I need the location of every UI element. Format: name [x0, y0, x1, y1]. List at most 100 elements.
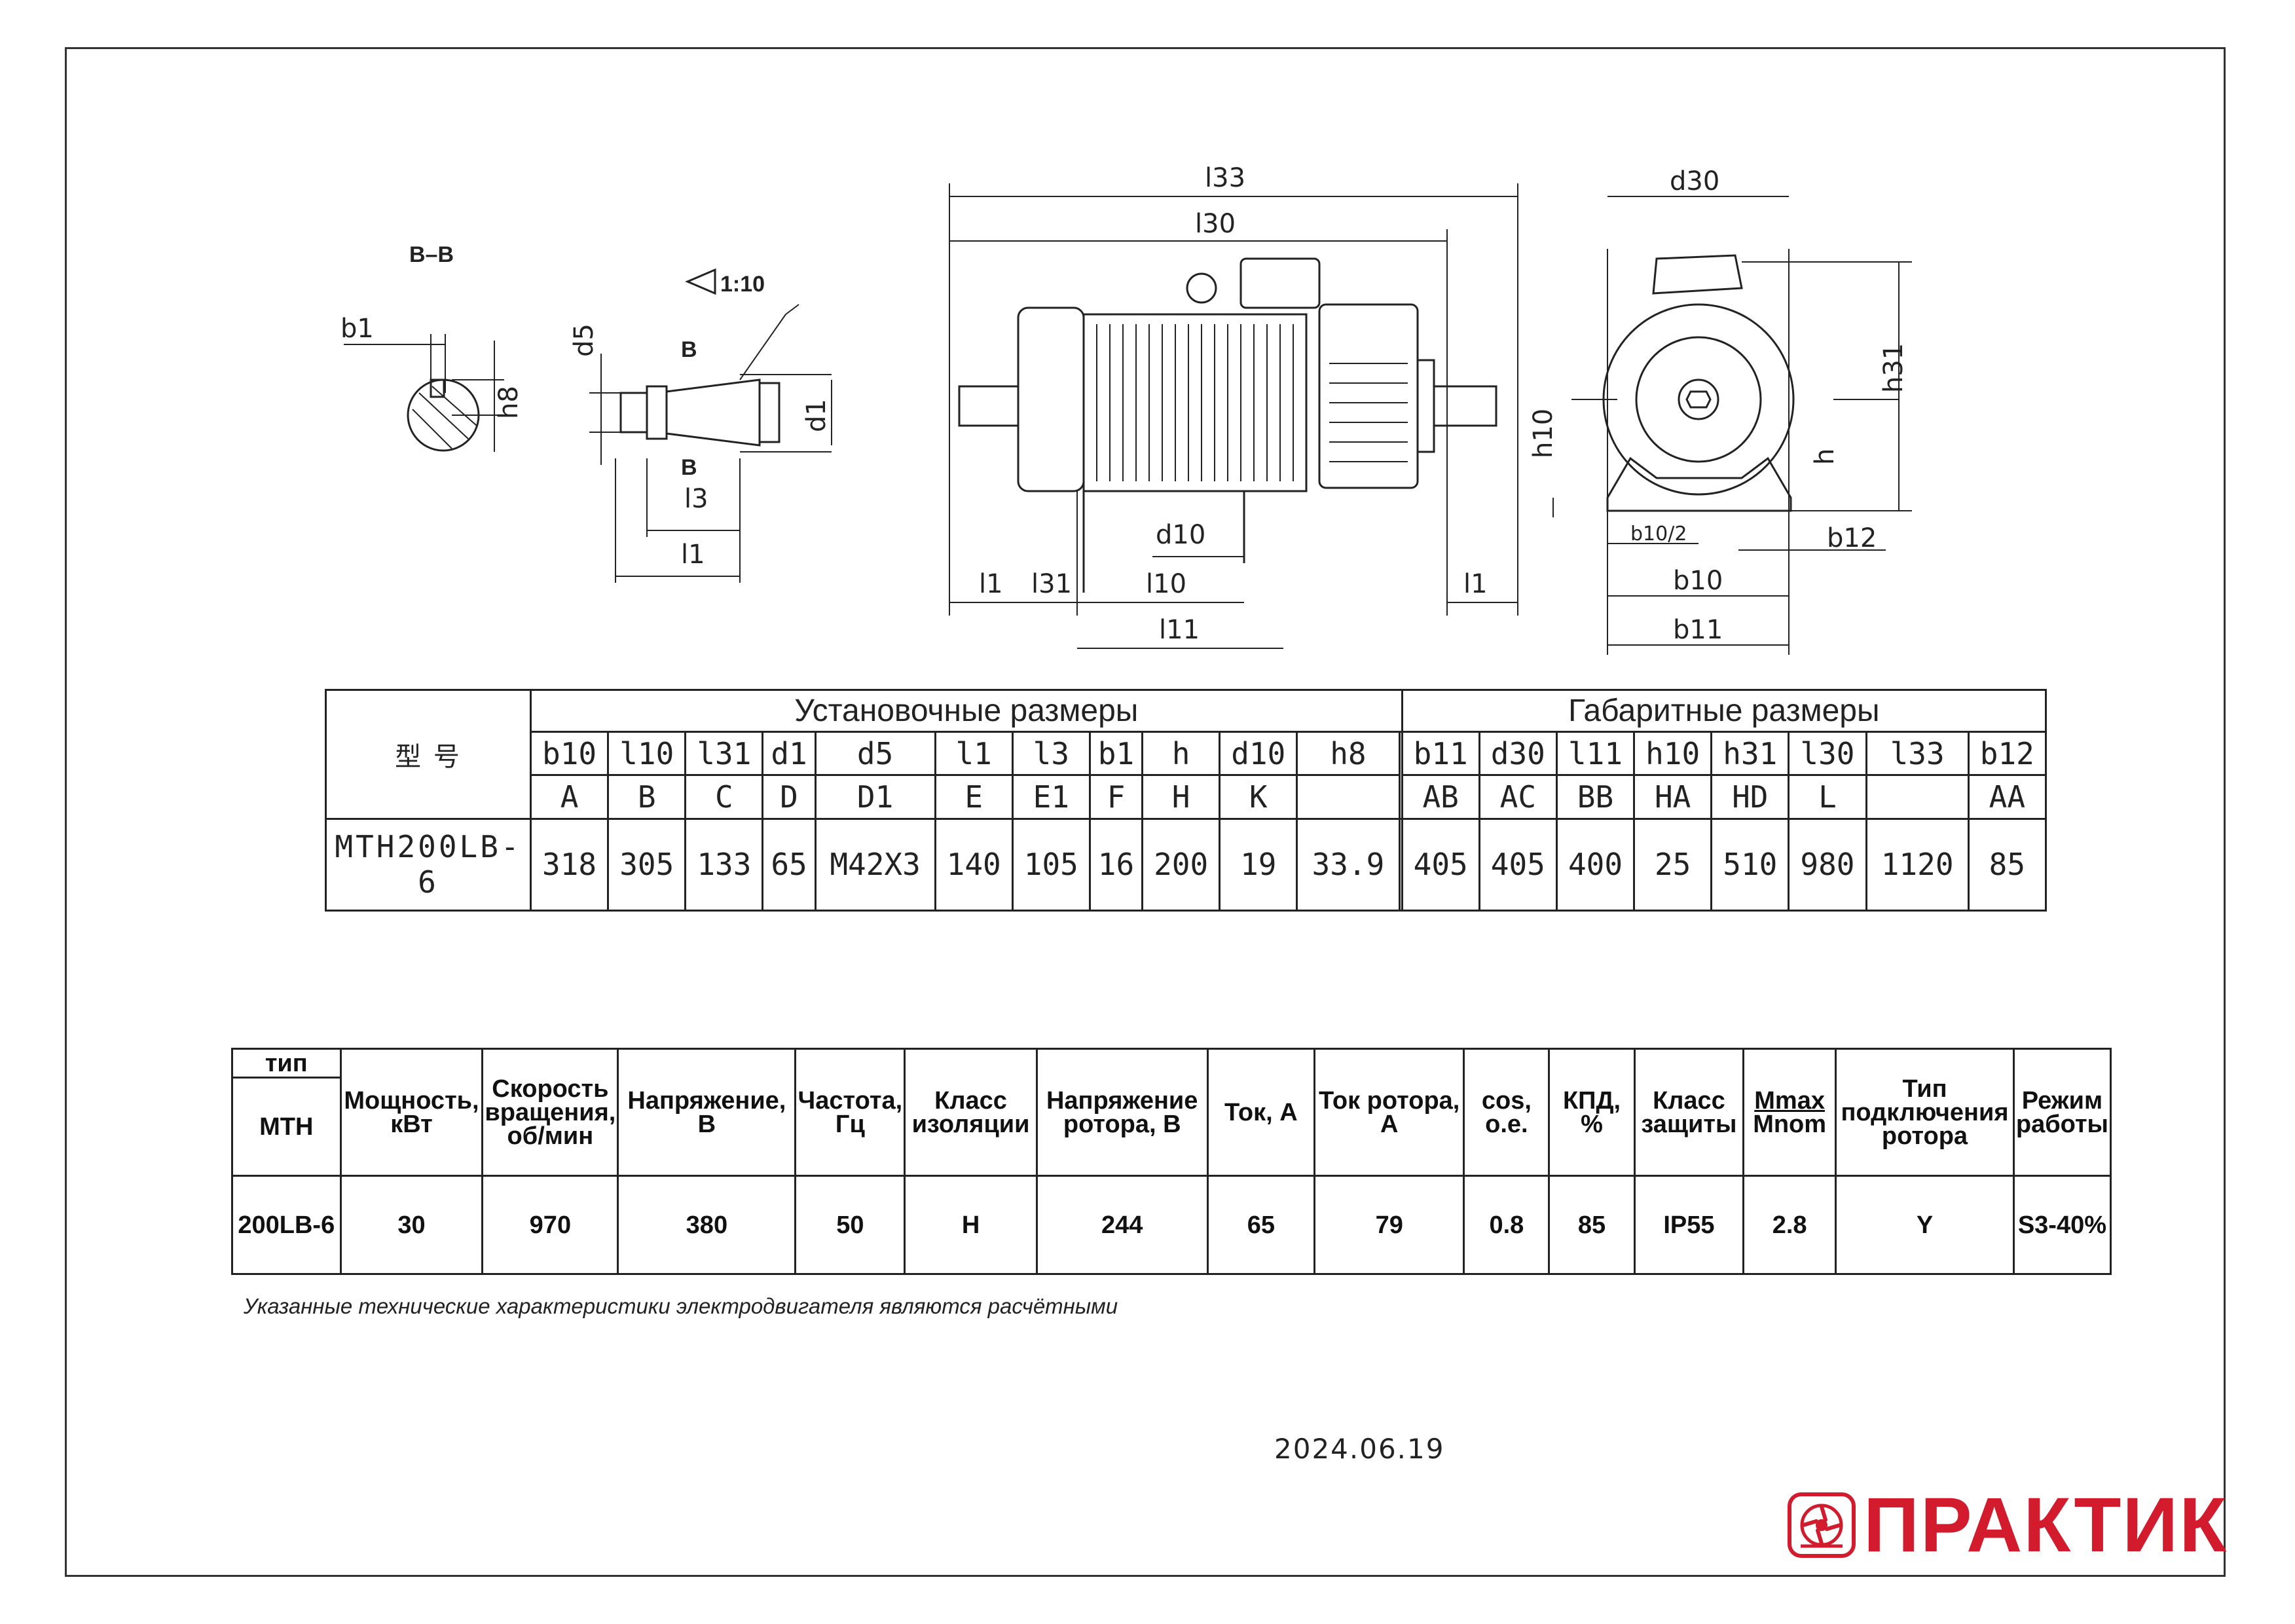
- header-cos: cos, о.е.: [1463, 1048, 1551, 1177]
- letter-cell: HD: [1710, 774, 1790, 820]
- value-cell: 25: [1633, 817, 1713, 912]
- value-protection: IP55: [1633, 1175, 1745, 1275]
- overall-group-header: Габаритные размеры: [1401, 688, 2047, 733]
- letter-cell: BB: [1555, 774, 1636, 820]
- code-cell: h10: [1633, 731, 1713, 777]
- value-duty: S3-40%: [2012, 1175, 2112, 1275]
- header-torque-ratio: Mmax Mnom: [1742, 1048, 1837, 1177]
- svg-text:l3: l3: [684, 484, 708, 514]
- value-cell: 305: [607, 817, 687, 912]
- svg-text:d5: d5: [569, 323, 599, 357]
- svg-text:b10: b10: [1673, 566, 1723, 596]
- value-cell: 510: [1710, 817, 1790, 912]
- code-cell: l3: [1011, 731, 1091, 777]
- code-cell: b11: [1401, 731, 1480, 777]
- svg-text:l1: l1: [979, 569, 1003, 599]
- letter-cell: L: [1788, 774, 1867, 820]
- value-voltage: 380: [617, 1175, 797, 1275]
- svg-text:B: B: [681, 337, 697, 362]
- value-insulation: H: [904, 1175, 1038, 1275]
- calculation-note: Указанные технические характеристики эле…: [244, 1294, 1118, 1318]
- value-power: 30: [339, 1175, 484, 1275]
- letter-cell: A: [529, 774, 610, 820]
- code-cell: l1: [934, 731, 1014, 777]
- value-type: 200LB-6: [231, 1175, 342, 1275]
- code-cell: h31: [1710, 731, 1790, 777]
- value-cell: 980: [1788, 817, 1867, 912]
- value-cell: 65: [762, 817, 817, 912]
- svg-text:l30: l30: [1195, 209, 1236, 239]
- code-cell: l30: [1788, 731, 1867, 777]
- value-cell: 318: [529, 817, 610, 912]
- header-voltage: Напряжение, В: [617, 1048, 797, 1177]
- value-cell: 16: [1088, 817, 1144, 912]
- install-group-header: Установочные размеры: [530, 688, 1403, 733]
- letter-cell: C: [684, 774, 764, 820]
- value-cell: 200: [1141, 817, 1221, 912]
- code-cell: l31: [684, 731, 764, 777]
- code-cell: b12: [1967, 731, 2047, 777]
- letter-cell: [1296, 774, 1401, 820]
- svg-text:l1: l1: [1463, 569, 1488, 599]
- svg-text:l11: l11: [1159, 615, 1200, 645]
- letter-cell: B: [607, 774, 687, 820]
- letter-cell: AB: [1401, 774, 1480, 820]
- header-rotor-connection: Тип подключения ротора: [1835, 1048, 2015, 1177]
- model-name: MTH200LB-6: [325, 817, 532, 912]
- svg-text:h10: h10: [1528, 409, 1558, 458]
- svg-text:b12: b12: [1827, 523, 1877, 553]
- value-cell: 133: [684, 817, 764, 912]
- value-frequency: 50: [794, 1175, 906, 1275]
- letter-cell: K: [1219, 774, 1298, 820]
- brand-name: ПРАКТИК: [1864, 1482, 2228, 1568]
- code-cell: b1: [1088, 731, 1144, 777]
- type-code: МТН: [231, 1077, 342, 1177]
- value-rotor-current: 79: [1313, 1175, 1465, 1275]
- code-cell: d30: [1478, 731, 1558, 777]
- value-cell: 33.9: [1296, 817, 1401, 912]
- technical-drawing: B–B 1:10 b1 h8 d5 d1 B B l3 l1 l33 l30 d…: [340, 163, 1912, 655]
- svg-text:d30: d30: [1670, 166, 1719, 196]
- code-cell: l33: [1865, 731, 1970, 777]
- svg-text:B: B: [681, 455, 697, 480]
- turbine-logo-icon: [1788, 1492, 1856, 1558]
- value-torque-ratio: 2.8: [1742, 1175, 1837, 1275]
- dimensions-table: 型 号 Установочные размеры Габаритные разм…: [325, 688, 2047, 912]
- code-row: b10 l10 l31 d1 d5 l1 l3 b1 h d10 h8 b11 …: [326, 731, 2047, 777]
- svg-text:l31: l31: [1031, 569, 1072, 599]
- value-cell: 400: [1555, 817, 1636, 912]
- svg-text:1:10: 1:10: [720, 272, 765, 297]
- letter-cell: AA: [1967, 774, 2047, 820]
- svg-text:h31: h31: [1879, 343, 1909, 393]
- value-efficiency: 85: [1548, 1175, 1636, 1275]
- letter-cell: D: [762, 774, 817, 820]
- header-rotor-current: Ток ротора, А: [1313, 1048, 1465, 1177]
- value-speed: 970: [481, 1175, 619, 1275]
- svg-text:h: h: [1810, 449, 1840, 465]
- value-rotor-voltage: 244: [1035, 1175, 1209, 1275]
- svg-text:l10: l10: [1146, 569, 1186, 599]
- svg-text:d1: d1: [801, 399, 832, 432]
- mmax-label: Mmax: [1754, 1086, 1825, 1115]
- section-label: B–B: [409, 242, 454, 267]
- value-cell: 85: [1967, 817, 2047, 912]
- header-current: Ток, А: [1206, 1048, 1316, 1177]
- svg-text:l1: l1: [681, 540, 705, 570]
- letter-cell: F: [1088, 774, 1144, 820]
- letter-cell: HA: [1633, 774, 1713, 820]
- letter-row: A B C D D1 E E1 F H K AB AC BB HA HD L A…: [326, 774, 2047, 820]
- value-cell: 405: [1401, 817, 1480, 912]
- code-cell: l10: [607, 731, 687, 777]
- code-cell: d5: [814, 731, 936, 777]
- header-insulation: Класс изоляции: [904, 1048, 1038, 1177]
- value-cell: 105: [1011, 817, 1091, 912]
- header-power: Мощность, кВт: [339, 1048, 484, 1177]
- svg-text:d10: d10: [1156, 520, 1205, 550]
- header-speed: Скорость вращения, об/мин: [481, 1048, 619, 1177]
- letter-cell: [1865, 774, 1970, 820]
- code-cell: l11: [1555, 731, 1636, 777]
- code-cell: [1398, 731, 1403, 775]
- code-cell: h8: [1296, 731, 1401, 777]
- value-cos: 0.8: [1463, 1175, 1551, 1275]
- code-cell: h: [1141, 731, 1221, 777]
